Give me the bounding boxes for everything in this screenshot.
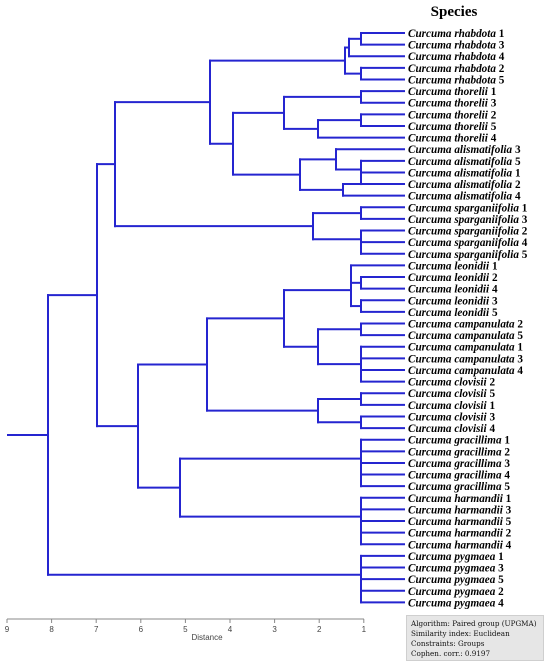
leaf-label: Curcuma thorelii 3 [408,98,497,110]
axis-tick-label: 9 [5,625,10,634]
leaf-label: Curcuma leonidii 2 [408,272,498,284]
leaf-label: Curcuma alismatifolia 1 [408,167,521,179]
leaf-label: Curcuma leonidii 4 [408,284,498,296]
leaf-label: Curcuma rhabdota 2 [408,63,505,75]
leaf-label: Curcuma leonidii 3 [408,295,498,307]
axis-tick-label: 5 [183,625,188,634]
leaf-label: Curcuma campanulata 1 [408,342,523,354]
distance-axis: 9 8 7 6 5 4 3 2 1 [5,618,367,634]
axis-tick-label: 2 [317,625,322,634]
leaf-label: Curcuma sparganiifolia 2 [408,226,528,238]
leaf-label: Curcuma gracillima 4 [408,470,510,482]
leaf-label: Curcuma campanulata 5 [408,330,523,342]
leaf-label: Curcuma pygmaea 5 [408,574,504,586]
leaf-label: Curcuma rhabdota 1 [408,28,505,40]
leaf-label: Curcuma pygmaea 4 [408,597,504,609]
dendrogram-title: Species [431,4,478,20]
leaf-label: Curcuma clovisii 2 [408,377,495,389]
axis-tick-label: 7 [94,625,99,634]
leaf-label: Curcuma leonidii 5 [408,307,498,319]
algorithm-info-box: Algorithm: Paired group (UPGMA) Similari… [406,615,544,661]
leaf-label: Curcuma harmandii 3 [408,504,512,516]
leaf-label: Curcuma sparganiifolia 4 [408,237,528,249]
leaf-label: Curcuma gracillima 3 [408,458,510,470]
leaf-label: Curcuma harmandii 1 [408,493,512,505]
leaf-label: Curcuma clovisii 3 [408,411,495,423]
axis-tick-label: 3 [272,625,277,634]
leaf-label: Curcuma alismatifolia 4 [408,191,521,203]
leaf-label: Curcuma harmandii 4 [408,539,512,551]
axis-title: Distance [191,633,223,642]
constraints-text: Constraints: Groups [411,639,485,648]
leaf-label: Curcuma sparganiifolia 5 [408,249,528,261]
leaf-label: Curcuma leonidii 1 [408,260,498,272]
leaf-label: Curcuma pygmaea 3 [408,563,504,575]
leaf-label: Curcuma sparganiifolia 3 [408,214,528,226]
axis-tick-label: 6 [139,625,144,634]
leaf-label: Curcuma thorelii 2 [408,109,497,121]
leaf-label: Curcuma sparganiifolia 1 [408,202,528,214]
leaf-label: Curcuma campanulata 2 [408,319,523,331]
leaf-label: Curcuma gracillima 2 [408,446,510,458]
leaf-label: Curcuma thorelii 5 [408,121,497,133]
leaf-label: Curcuma rhabdota 5 [408,74,505,86]
leaf-label: Curcuma clovisii 5 [408,388,495,400]
axis-tick-label: 1 [362,625,367,634]
leaf-label: Curcuma alismatifolia 2 [408,179,521,191]
leaf-label: Curcuma rhabdota 4 [408,51,505,63]
cophen-text: Cophen. corr.: 0.9197 [411,649,491,658]
leaf-label: Curcuma thorelii 1 [408,86,497,98]
leaf-label: Curcuma clovisii 4 [408,423,495,435]
leaf-label: Curcuma alismatifolia 3 [408,144,521,156]
leaf-label: Curcuma rhabdota 3 [408,40,505,52]
axis-tick-label: 8 [49,625,54,634]
dendrogram-tree [7,32,405,604]
leaf-label: Curcuma pygmaea 1 [408,551,504,563]
similarity-text: Similarity index: Euclidean [411,629,510,638]
leaf-label: Curcuma pygmaea 2 [408,586,504,598]
leaf-label: Curcuma alismatifolia 5 [408,156,521,168]
axis-tick-label: 4 [228,625,233,634]
leaf-label: Curcuma clovisii 1 [408,400,495,412]
leaf-label: Curcuma gracillima 1 [408,435,510,447]
leaf-label: Curcuma gracillima 5 [408,481,510,493]
algorithm-text: Algorithm: Paired group (UPGMA) [411,619,537,628]
leaf-label: Curcuma harmandii 5 [408,516,512,528]
leaf-label: Curcuma thorelii 4 [408,133,497,145]
leaf-label: Curcuma campanulata 3 [408,353,523,365]
leaf-label: Curcuma campanulata 4 [408,365,523,377]
leaf-label: Curcuma harmandii 2 [408,528,512,540]
